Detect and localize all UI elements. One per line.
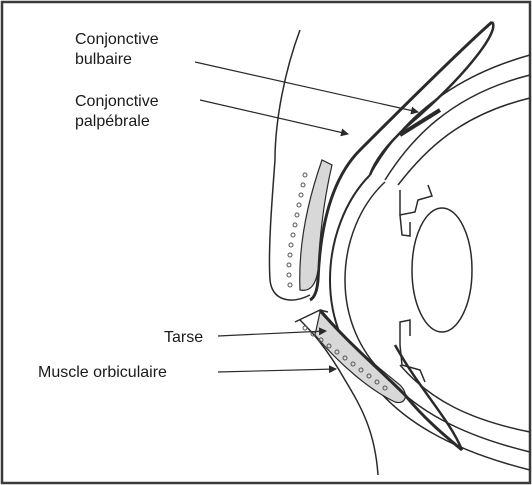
ciliary-body-upper <box>400 185 432 215</box>
upper-tarsus <box>300 160 332 290</box>
label-conjonctive-bulbaire-line1: Conjonctive <box>75 31 159 48</box>
iris-lower <box>400 320 410 345</box>
arrow-conjonctive-bulbaire <box>195 62 418 112</box>
fornix-upper <box>370 22 493 175</box>
lens <box>412 208 472 332</box>
choroid-upper <box>398 98 530 185</box>
choroid-lower <box>400 365 530 432</box>
iris-upper <box>400 215 410 236</box>
arrow-muscle-orbiculaire <box>218 369 336 372</box>
label-tarse: Tarse <box>164 329 203 346</box>
label-conjonctive-palpebrale-line1: Conjonctive <box>75 93 159 110</box>
label-muscle-orbiculaire: Muscle orbiculaire <box>38 364 167 381</box>
arrow-conjonctive-palpebrale <box>200 100 348 134</box>
arrow-tarse <box>218 331 326 336</box>
label-conjonctive-palpebrale-line2: palpébrale <box>75 113 150 130</box>
ciliary-body-lower <box>400 345 425 382</box>
label-conjonctive-bulbaire-line2: bulbaire <box>75 51 132 68</box>
lower-tarsus <box>315 312 405 403</box>
